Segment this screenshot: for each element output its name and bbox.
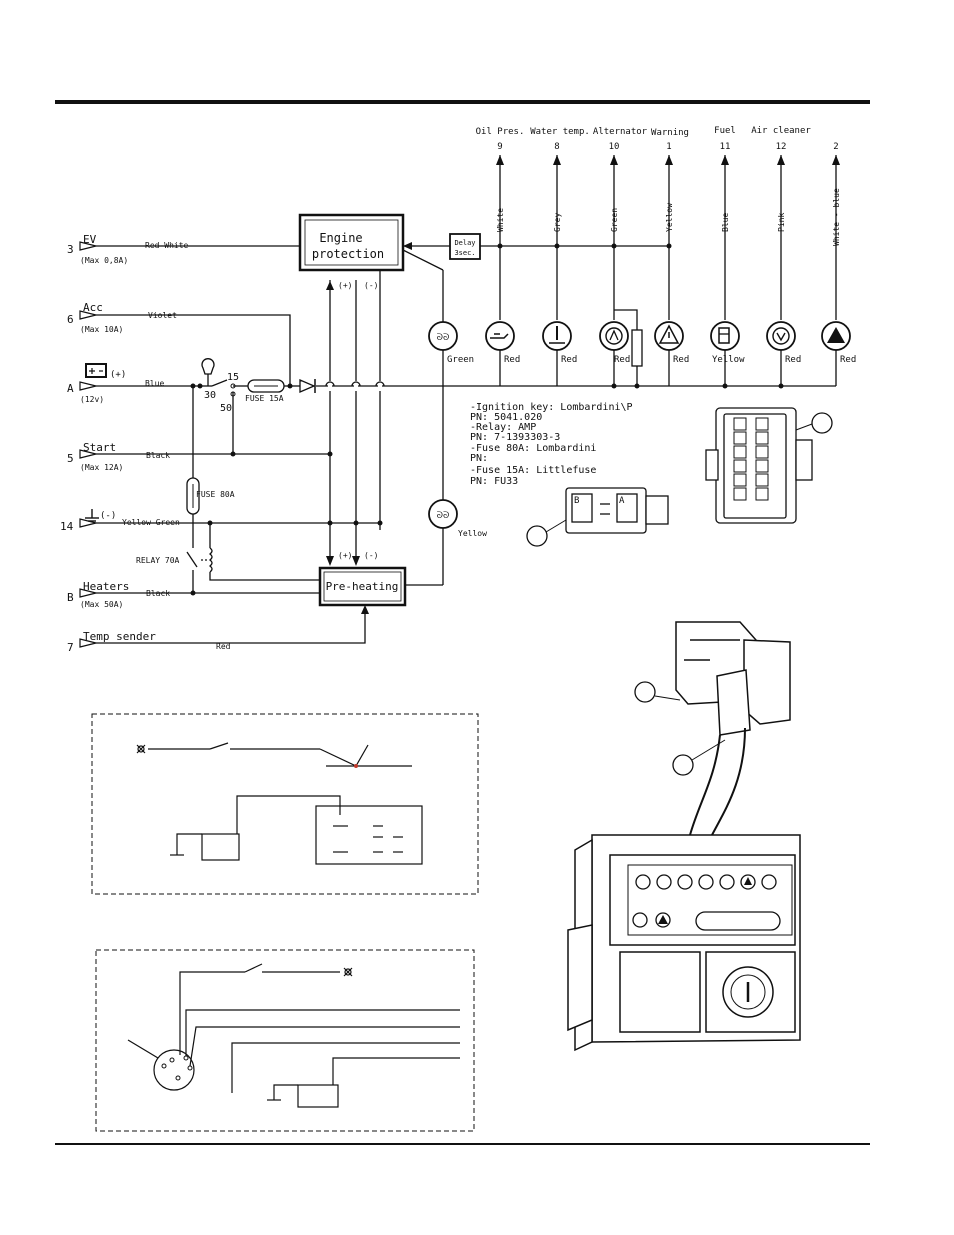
preheating-title: Pre-heating [326, 580, 399, 593]
top-rule [55, 100, 870, 104]
term-14-num: 14 [60, 520, 74, 533]
term-5-rating: (Max 12A) [80, 463, 123, 472]
num-9: 9 [497, 142, 502, 152]
term-3-name: EV [83, 233, 97, 246]
delay-label-1: Delay [454, 239, 475, 247]
term-3-rating: (Max 0,8A) [80, 256, 128, 265]
parts-line-2: PN: 5041.020 [470, 412, 542, 423]
delay-label-2: 3sec. [454, 249, 475, 257]
term-6-name: Acc [83, 301, 103, 314]
lamp-fuel: Yellow [710, 321, 745, 365]
term-5-num: 5 [67, 452, 74, 465]
wire-white-blue: White - blue [832, 188, 841, 246]
lamp-preheat-color: Yellow [458, 529, 487, 538]
parts-line-3: -Relay: AMP [470, 422, 536, 433]
parts-list: -Ignition key: Lombardini\P PN: 5041.020… [470, 402, 633, 487]
parts-line-8: PN: FU33 [470, 476, 518, 487]
parts-line-4: PN: 7-1393303-3 [470, 432, 560, 443]
engine-protection-title-1: Engine [319, 231, 362, 245]
panel-illustration [567, 621, 801, 1052]
fuse-80-label: FUSE 80A [196, 490, 235, 499]
lamp-glow-plug: ᘐᘐ Green [428, 321, 474, 365]
num-10: 10 [609, 142, 620, 152]
lamp-warning: Red [654, 321, 689, 365]
label-oil-pres: Oil Pres. [476, 127, 525, 137]
term-b-num: B [67, 591, 74, 604]
svg-text:ᘐᘐ: ᘐᘐ [437, 511, 450, 521]
wire-blue: Blue [721, 213, 730, 232]
parts-line-7: -Fuse 15A: Littlefuse [470, 465, 596, 476]
num-2: 2 [833, 142, 838, 152]
term-a-wire: Blue [145, 379, 164, 388]
lamp-color-red-6: Red [840, 355, 856, 365]
term-b-rating: (Max 50A) [80, 600, 123, 609]
label-water-temp: Water temp. [530, 127, 590, 137]
fuse-15-label: FUSE 15A [245, 394, 284, 403]
term-b-name: Heaters [83, 580, 129, 593]
connector-ab [565, 487, 669, 534]
ep-minus: (-) [364, 281, 378, 290]
term-a-name: (+) [110, 370, 126, 380]
num-8: 8 [554, 142, 559, 152]
term-3-num: 3 [67, 243, 74, 256]
lamp-oil-pressure: Red [485, 321, 520, 365]
term-5-wire: Black [146, 451, 170, 460]
example-circuit-2 [95, 949, 475, 1132]
ep-plus: (+) [338, 281, 352, 290]
svg-text:ᘐᘐ: ᘐᘐ [437, 333, 450, 343]
preheating-block [318, 566, 407, 607]
lamp-water-temp: Red [542, 321, 577, 365]
label-warning: Warning [651, 128, 689, 138]
lamp-preheating: ᘐᘐ Yellow [428, 499, 487, 538]
wire-green: Green [610, 208, 619, 232]
lamp-color-red-3: Red [614, 355, 630, 365]
parts-line-5: -Fuse 80A: Lombardini [470, 443, 596, 454]
label-air-cleaner: Air cleaner [751, 126, 811, 136]
wire-white: White [496, 208, 505, 232]
term-a-num: A [67, 382, 74, 395]
engine-protection-block [298, 213, 405, 272]
lamp-air-cleaner: Red [766, 321, 801, 365]
term-6-num: 6 [67, 313, 74, 326]
key-30: 30 [204, 390, 216, 401]
lamp-color-red-5: Red [785, 355, 801, 365]
key-50: 50 [220, 403, 232, 414]
lamp-color-yellow: Yellow [712, 355, 745, 365]
wire-grey: Grey [553, 213, 562, 232]
lamp-color-red-1: Red [504, 355, 520, 365]
lamp-color-green: Green [447, 355, 474, 365]
lamp-color-red-4: Red [673, 355, 689, 365]
term-7-num: 7 [67, 641, 74, 654]
term-7-name: Temp sender [83, 630, 156, 643]
label-alternator: Alternator [593, 127, 648, 137]
num-11: 11 [720, 142, 731, 152]
engine-protection-title-2: protection [312, 247, 384, 261]
bottom-rule [55, 1143, 870, 1145]
term-7-wire: Red [216, 642, 231, 651]
term-6-rating: (Max 10A) [80, 325, 123, 334]
parts-line-1: -Ignition key: Lombardini\P [470, 402, 633, 413]
wire-pink: Pink [777, 213, 786, 232]
ph-minus: (-) [364, 551, 378, 560]
example-circuit-1 [91, 713, 479, 895]
num-1: 1 [666, 142, 671, 152]
relay-label: RELAY 70A [136, 556, 180, 565]
lamp-general-alarm: Red [821, 321, 856, 365]
wire-yellow: Yellow [665, 203, 674, 232]
term-a-rating: (12v) [80, 395, 104, 404]
lamp-color-red-2: Red [561, 355, 577, 365]
lamp-alternator: Red [599, 321, 630, 365]
term-14-name: (-) [100, 511, 116, 521]
num-12: 12 [776, 142, 787, 152]
connector-a-label: A [619, 496, 625, 506]
connector-b-label: B [574, 496, 579, 506]
indicator-labels: Oil Pres. 9 Water temp. 8 Alternator 10 … [476, 126, 839, 152]
term-5-name: Start [83, 441, 116, 454]
ph-plus: (+) [338, 551, 352, 560]
parts-line-6: PN: [470, 453, 488, 464]
label-fuel: Fuel [714, 126, 736, 136]
key-15: 15 [227, 372, 239, 383]
